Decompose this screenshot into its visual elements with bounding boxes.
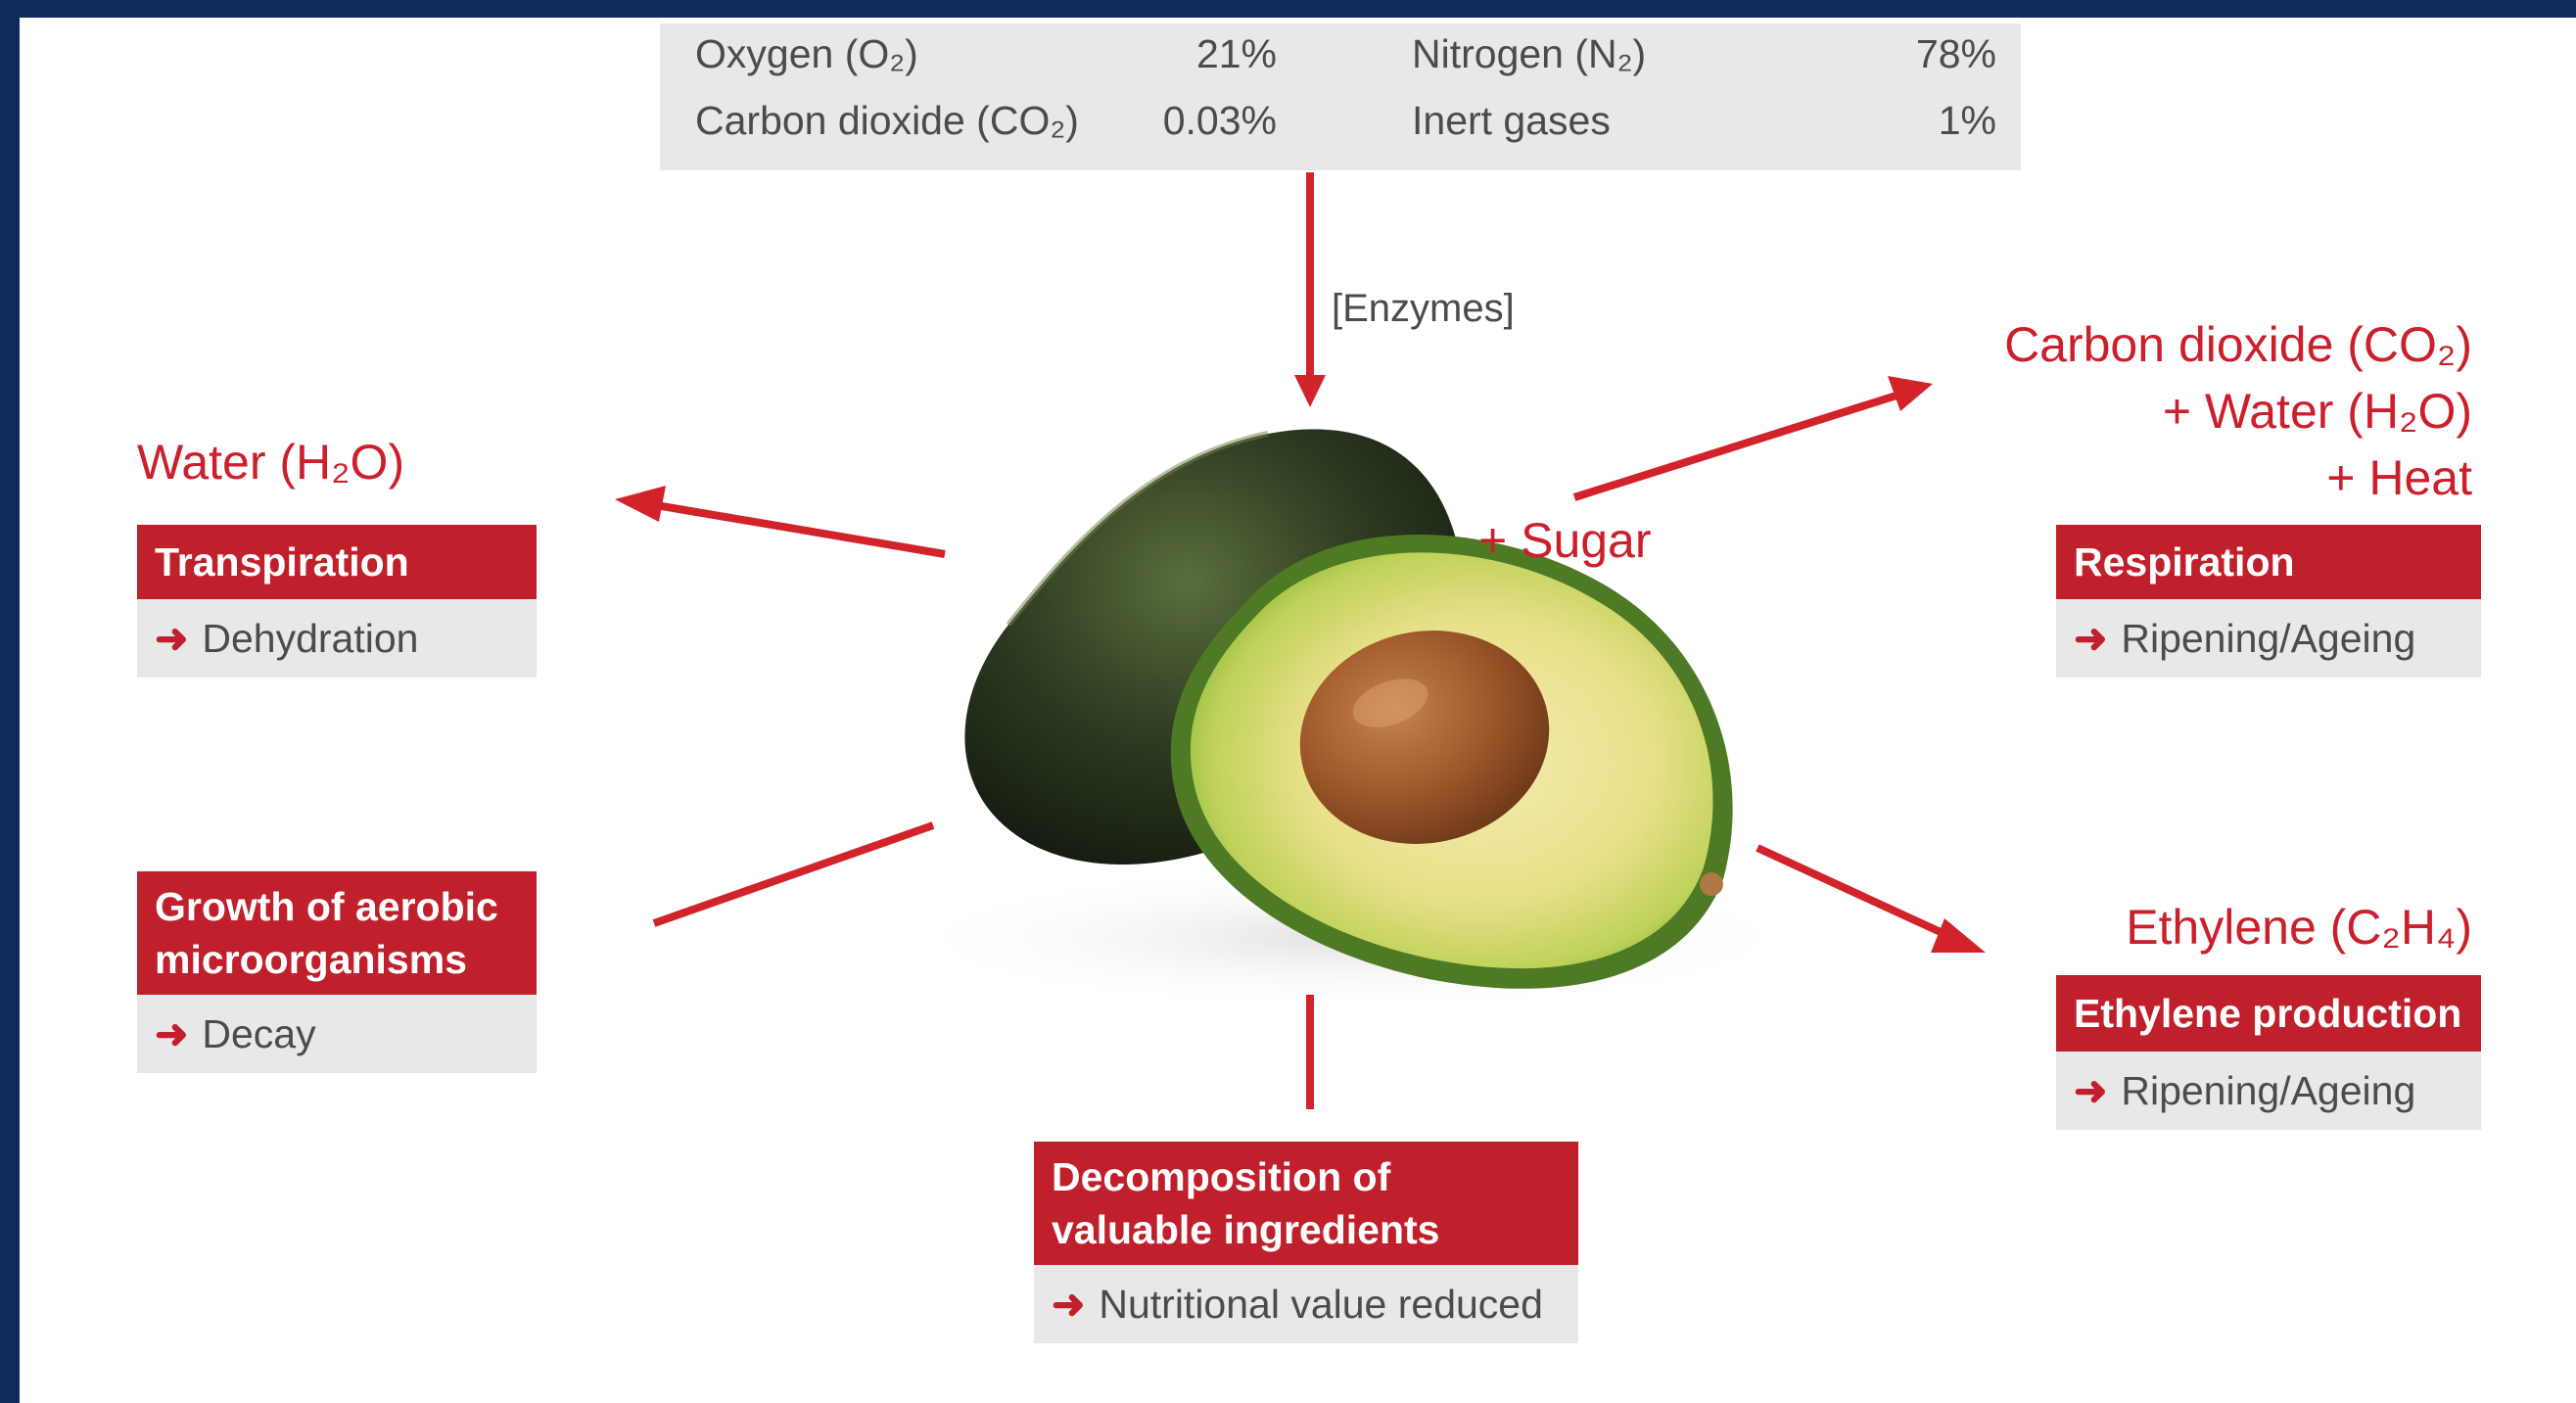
diagram-canvas: Oxygen (O₂) 21% Nitrogen (N₂) 78% Carbon… bbox=[20, 18, 2576, 1403]
decomposition-title-line-2: valuable ingredients bbox=[1052, 1203, 1439, 1256]
respiration-title: Respiration bbox=[2056, 525, 2481, 599]
arrow-right-icon: ➜ bbox=[2074, 1067, 2107, 1114]
decomposition-effect: ➜ Nutritional value reduced bbox=[1034, 1265, 1578, 1343]
respiration-output-line-2: + Water (H₂O) bbox=[1841, 378, 2472, 444]
arrow-right-icon: ➜ bbox=[155, 1010, 188, 1057]
decomposition-effect-text: Nutritional value reduced bbox=[1099, 1282, 1543, 1328]
ethylene-output-label: Ethylene (C₂H₄) bbox=[1939, 899, 2472, 956]
ethylene-title: Ethylene production bbox=[2056, 975, 2481, 1052]
microorganisms-title: Growth of aerobic microorganisms bbox=[137, 871, 537, 995]
microorganisms-title-line-2: microorganisms bbox=[155, 933, 467, 986]
respiration-box: Respiration ➜ Ripening/Ageing bbox=[2056, 525, 2481, 678]
respiration-effect: ➜ Ripening/Ageing bbox=[2056, 599, 2481, 678]
sugar-label: + Sugar bbox=[1478, 512, 1652, 569]
respiration-output-line-3: + Heat bbox=[1841, 444, 2472, 511]
microorganisms-box: Growth of aerobic microorganisms ➜ Decay bbox=[137, 871, 537, 1073]
ethylene-effect: ➜ Ripening/Ageing bbox=[2056, 1052, 2481, 1130]
enzymes-label: [Enzymes] bbox=[1332, 287, 1515, 331]
decomposition-title: Decomposition of valuable ingredients bbox=[1034, 1142, 1578, 1265]
arrow-right-icon: ➜ bbox=[1052, 1281, 1085, 1328]
microorganisms-title-line-1: Growth of aerobic bbox=[155, 880, 498, 933]
decomposition-title-line-1: Decomposition of bbox=[1052, 1150, 1390, 1203]
ethylene-box: Ethylene production ➜ Ripening/Ageing bbox=[2056, 975, 2481, 1130]
arrow-right-icon: ➜ bbox=[2074, 615, 2107, 662]
arrow-right-icon: ➜ bbox=[155, 615, 188, 662]
ethylene-effect-text: Ripening/Ageing bbox=[2121, 1068, 2415, 1114]
respiration-output-line-1: Carbon dioxide (CO₂) bbox=[1841, 311, 2472, 378]
respiration-output-label: Carbon dioxide (CO₂) + Water (H₂O) + Hea… bbox=[1841, 311, 2472, 511]
microorganisms-effect: ➜ Decay bbox=[137, 995, 537, 1073]
water-output-label: Water (H₂O) bbox=[137, 434, 404, 491]
transpiration-effect: ➜ Dehydration bbox=[137, 599, 537, 678]
decomposition-box: Decomposition of valuable ingredients ➜ … bbox=[1034, 1142, 1578, 1343]
transpiration-title: Transpiration bbox=[137, 525, 537, 599]
respiration-effect-text: Ripening/Ageing bbox=[2121, 616, 2415, 662]
transpiration-box: Transpiration ➜ Dehydration bbox=[137, 525, 537, 678]
microorganisms-effect-text: Decay bbox=[202, 1011, 315, 1057]
transpiration-effect-text: Dehydration bbox=[202, 616, 418, 662]
